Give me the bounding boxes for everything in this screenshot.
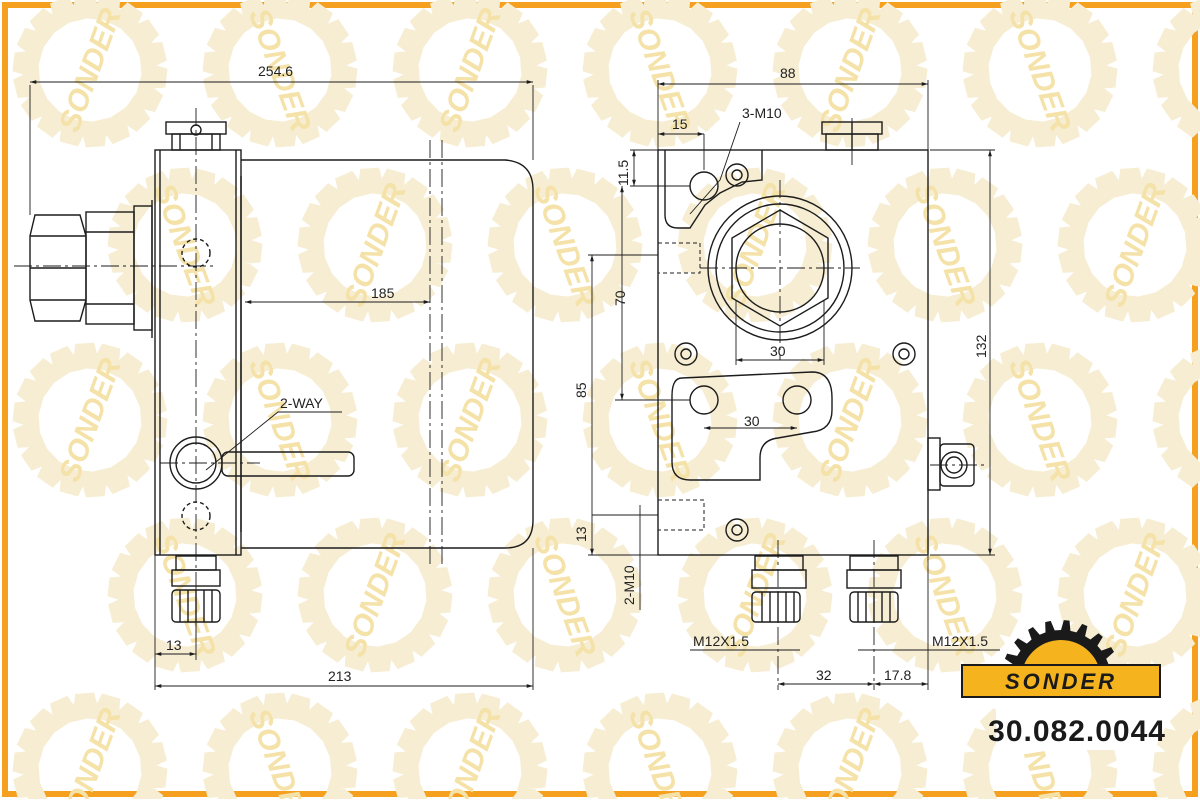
watermark-gear-icon [12,0,168,148]
dim-port-edge-17-8: 17.8 [884,667,911,683]
dim-body-length: 185 [371,285,395,301]
dim-height-85: 85 [573,382,589,398]
logo-badge [961,664,1161,698]
watermark-gear-icon [772,0,928,148]
watermark-gear-icon [962,342,1118,498]
watermark-gear-icon [392,692,548,804]
watermark-gear-icon [867,517,1023,673]
watermark-gear-icon [677,517,833,673]
dim-hole-pitch-30: 30 [744,413,760,429]
watermark-gear-icon [772,692,928,804]
watermark-gear-icon [1152,349,1200,492]
watermark-gear-icon [392,342,548,498]
watermark-gear-icon [1057,517,1200,673]
dim-bore-30: 30 [770,343,786,359]
dim-offset-13: 13 [166,637,182,653]
watermark-gear-icon [1057,167,1200,323]
sonder-logo: SONDER [961,620,1161,750]
watermark-gear-icon [867,167,1023,323]
watermark-gear-icon [12,692,168,804]
label-two-way: 2-WAY [280,395,323,411]
side-port [927,437,975,491]
valve-body [657,149,929,556]
bolt-holes [674,163,916,542]
dim-height-70: 70 [612,290,628,306]
dim-bottom-13: 13 [573,526,589,542]
right-front-view [588,80,1000,690]
hex-fitting [29,200,153,338]
watermark-gear-icon [487,167,643,323]
watermark-gear-icon [202,342,358,498]
watermark-gear-icon [1152,0,1200,142]
watermark-gear-icon [202,692,358,804]
mounting-plate [671,371,833,481]
watermark-gear-icon [487,517,643,673]
watermark-gear-icon [962,0,1118,148]
dim-height-132: 132 [973,334,989,358]
label-top-thread: 3-M10 [742,105,782,121]
watermark-gear-icon [297,167,453,323]
part-number: 30.082.0044 [988,715,1166,748]
watermark-gear-icon [202,0,358,148]
watermark-gear-icon [582,0,738,148]
dim-base-width: 213 [328,668,352,684]
watermark-gear-icon [392,0,548,148]
dim-port-pitch-32: 32 [816,667,832,683]
label-side-thread: 2-M10 [621,565,637,605]
watermark-gear-icon [677,167,833,323]
label-port-right: M12X1.5 [932,633,988,649]
watermark-gear-icon [582,692,738,804]
watermark-gear-icon [107,167,263,323]
label-port-left: M12X1.5 [693,633,749,649]
watermark-gear-icon [107,517,263,673]
reservoir [241,159,534,549]
left-side-view [14,80,534,690]
dim-top-offset-15: 15 [672,116,688,132]
dim-width-88: 88 [780,65,796,81]
watermark-gear-icon [297,517,453,673]
dim-11-5: 11.5 [615,160,631,186]
watermark-gear-icon [12,342,168,498]
watermark-gear-icon [1152,699,1200,804]
watermark-gear-icon [582,342,738,498]
logo-text: SONDER [1005,669,1117,694]
dim-overall-length: 254.6 [258,63,293,79]
watermark-gear-icon [772,342,928,498]
